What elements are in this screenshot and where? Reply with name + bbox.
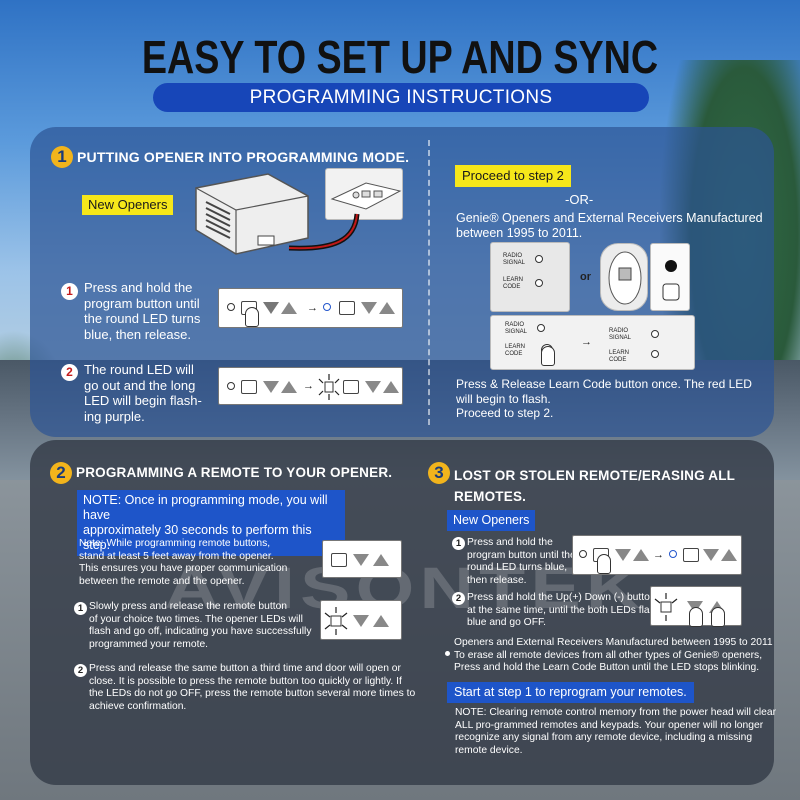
down-button-icon — [263, 302, 279, 314]
up-button-icon — [281, 381, 297, 393]
up-button-icon — [379, 302, 395, 314]
down-button-icon — [263, 381, 279, 393]
step1-instr2-remote-diagram: → — [218, 367, 403, 405]
step1-instr2-number: 2 — [61, 364, 78, 381]
step3-instr2-number: 2 — [452, 592, 465, 605]
down-button-icon — [361, 302, 377, 314]
led-icon — [227, 303, 235, 311]
arrow-right-icon: → — [303, 380, 314, 392]
program-button-icon — [241, 380, 257, 394]
step3-badge: 3 — [428, 462, 450, 484]
led-blue-icon — [669, 550, 677, 558]
or-separator: -OR- — [565, 192, 594, 207]
step3-instr2-text: Press and hold the Up(+) Down (-) button… — [467, 592, 661, 628]
step3-note: NOTE: Clearing remote control memory fro… — [455, 707, 777, 756]
up-button-icon — [721, 549, 737, 561]
step3-remote-diagram-1: → — [572, 535, 742, 575]
step3-new-openers-tag: New Openers — [447, 510, 536, 531]
step3-remote-diagram-2 — [650, 586, 742, 627]
page-subtitle: PROGRAMMING INSTRUCTIONS — [153, 83, 649, 112]
flash-led-icon — [317, 374, 341, 400]
step2-note: Note: While programming remote buttons,s… — [79, 538, 288, 587]
finger-icon — [541, 346, 555, 366]
curved-pointer-arrow — [285, 210, 365, 260]
step2-instr1-number: 1 — [74, 602, 87, 615]
step2-header: PROGRAMMING A REMOTE TO YOUR OPENER. — [76, 465, 393, 480]
led-icon — [651, 350, 659, 358]
led-icon — [535, 255, 543, 263]
step2-remote-diagram-2 — [320, 600, 402, 640]
down-button-icon — [353, 554, 369, 566]
led-icon — [537, 324, 545, 332]
led-icon — [227, 382, 235, 390]
up-button-icon — [383, 381, 399, 393]
arrow-right-icon: → — [581, 336, 592, 348]
receiver-closeup-illustration — [650, 243, 690, 311]
flash-led-icon — [653, 593, 679, 621]
opener-illustration — [188, 168, 318, 256]
step2-instr1-text: Slowly press and release the remote butt… — [89, 601, 312, 650]
receiver-illustration — [600, 243, 648, 311]
or-small-label: or — [580, 271, 591, 283]
finger-icon — [245, 307, 259, 327]
watermark: AVISONTEK — [164, 556, 646, 621]
step1-divider — [428, 140, 430, 425]
start-step1-tag: Start at step 1 to reprogram your remote… — [447, 682, 694, 703]
step1-instr1-remote-diagram: → — [218, 288, 403, 328]
genie-older-openers-text: Genie® Openers and External Receivers Ma… — [456, 211, 763, 240]
step2-badge: 2 — [50, 462, 72, 484]
program-button-icon — [331, 553, 347, 567]
step1-instr1-number: 1 — [61, 283, 78, 300]
finger-icon — [689, 607, 703, 627]
arrow-right-icon: → — [653, 549, 664, 561]
press-release-learn-text: Press & Release Learn Code button once. … — [456, 377, 752, 420]
up-button-icon — [373, 554, 389, 566]
up-button-icon — [633, 549, 649, 561]
step1-new-openers-tag: New Openers — [82, 195, 174, 215]
led-icon — [579, 550, 587, 558]
finger-icon — [597, 554, 611, 574]
step1-header: PUTTING OPENER INTO PROGRAMMING MODE. — [77, 149, 410, 165]
page-title: EASY TO SET UP AND SYNC — [141, 31, 659, 83]
program-button-icon — [683, 548, 699, 562]
down-button-icon — [353, 615, 369, 627]
down-button-icon — [615, 549, 631, 561]
program-button-icon — [339, 301, 355, 315]
led-icon — [651, 330, 659, 338]
step3-older-openers-text: Openers and External Receivers Manufactu… — [454, 637, 773, 673]
finger-icon — [711, 607, 725, 627]
step2-instr2-text: Press and release the same button a thir… — [89, 663, 416, 712]
up-button-icon — [281, 302, 297, 314]
arrow-right-icon: → — [307, 302, 318, 314]
led-icon — [535, 279, 543, 287]
step2-instr2-number: 2 — [74, 664, 87, 677]
proceed-step2-tag: Proceed to step 2 — [455, 165, 571, 187]
step2-note-blue: NOTE: Once in programming mode, you will… — [77, 490, 345, 556]
up-button-icon — [373, 615, 389, 627]
led-blue-icon — [323, 303, 331, 311]
flash-led-icon — [323, 607, 349, 635]
opener-closeup-illustration — [325, 168, 403, 220]
down-button-icon — [365, 381, 381, 393]
step1-badge: 1 — [51, 146, 73, 168]
program-button-icon — [343, 380, 359, 394]
bullet-icon — [445, 651, 450, 656]
step2-remote-diagram-1 — [322, 540, 402, 578]
down-button-icon — [703, 549, 719, 561]
step3-instr1-number: 1 — [452, 537, 465, 550]
